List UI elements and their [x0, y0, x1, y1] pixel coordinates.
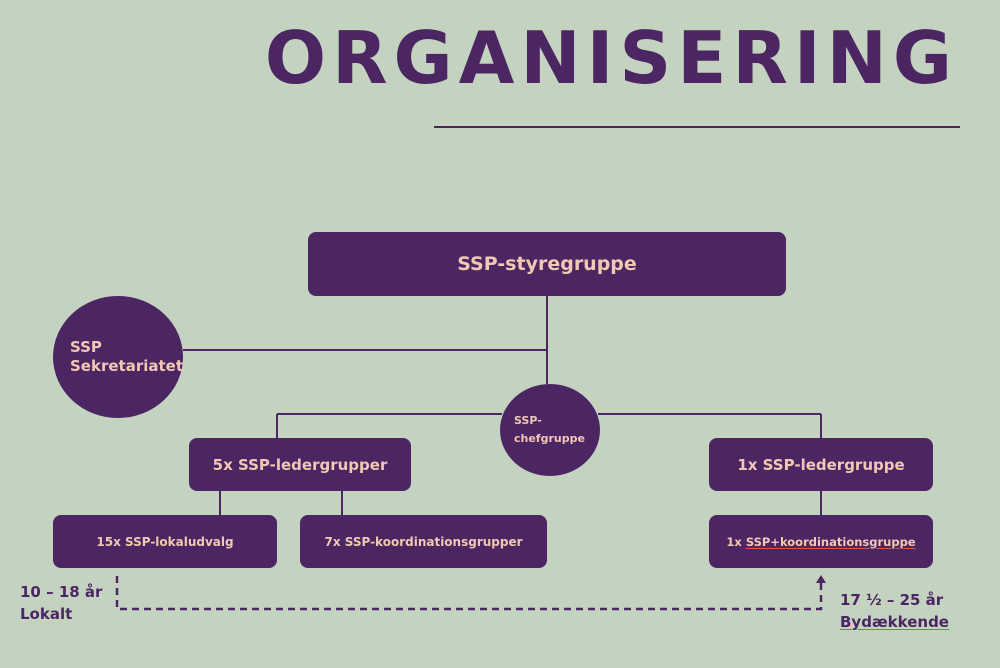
arrow-up-icon — [816, 575, 826, 583]
node-label: 1x SSP-ledergruppe — [737, 455, 905, 474]
note-left: 10 – 18 år Lokalt — [20, 582, 102, 626]
note-right-scope: Bydækkende — [840, 612, 949, 631]
node-ssp-sekretariatet: SSP Sekretariatet — [53, 296, 183, 418]
dashed-age-range-path — [115, 576, 823, 611]
title-underline — [434, 126, 960, 128]
node-1x-koordinationsgruppe: 1x SSP+koordinationsgruppe — [709, 515, 933, 568]
note-left-scope: Lokalt — [20, 604, 73, 623]
node-7x-koordinationsgrupper: 7x SSP-koordinationsgrupper — [300, 515, 547, 568]
node-label-line1: SSP- — [514, 414, 542, 428]
node-ssp-styregruppe: SSP-styregruppe — [308, 232, 786, 296]
node-label: 5x SSP-ledergrupper — [212, 455, 388, 474]
node-label: 15x SSP-lokaludvalg — [96, 534, 234, 549]
node-label: 7x SSP-koordinationsgrupper — [324, 534, 523, 549]
note-right: 17 ½ – 25 år Bydækkende — [840, 590, 949, 634]
node-5x-ledergrupper: 5x SSP-ledergrupper — [189, 438, 411, 491]
page-title: ORGANISERING — [264, 16, 958, 100]
note-right-age: 17 ½ – 25 år — [840, 591, 944, 609]
note-left-age: 10 – 18 år — [20, 583, 103, 601]
node-label-line2: chefgruppe — [514, 432, 585, 445]
node-ssp-chefgruppe: SSP- chefgruppe — [500, 384, 600, 476]
node-label: SSP-styregruppe — [457, 253, 637, 275]
node-label-name: SSP+koordinationsgruppe — [745, 534, 916, 549]
node-1x-ledergruppe: 1x SSP-ledergruppe — [709, 438, 933, 491]
node-label-prefix: 1x — [726, 534, 746, 549]
node-15x-lokaludvalg: 15x SSP-lokaludvalg — [53, 515, 277, 568]
node-label-line1: SSP — [70, 337, 102, 356]
node-label-line2: Sekretariatet — [70, 357, 183, 375]
